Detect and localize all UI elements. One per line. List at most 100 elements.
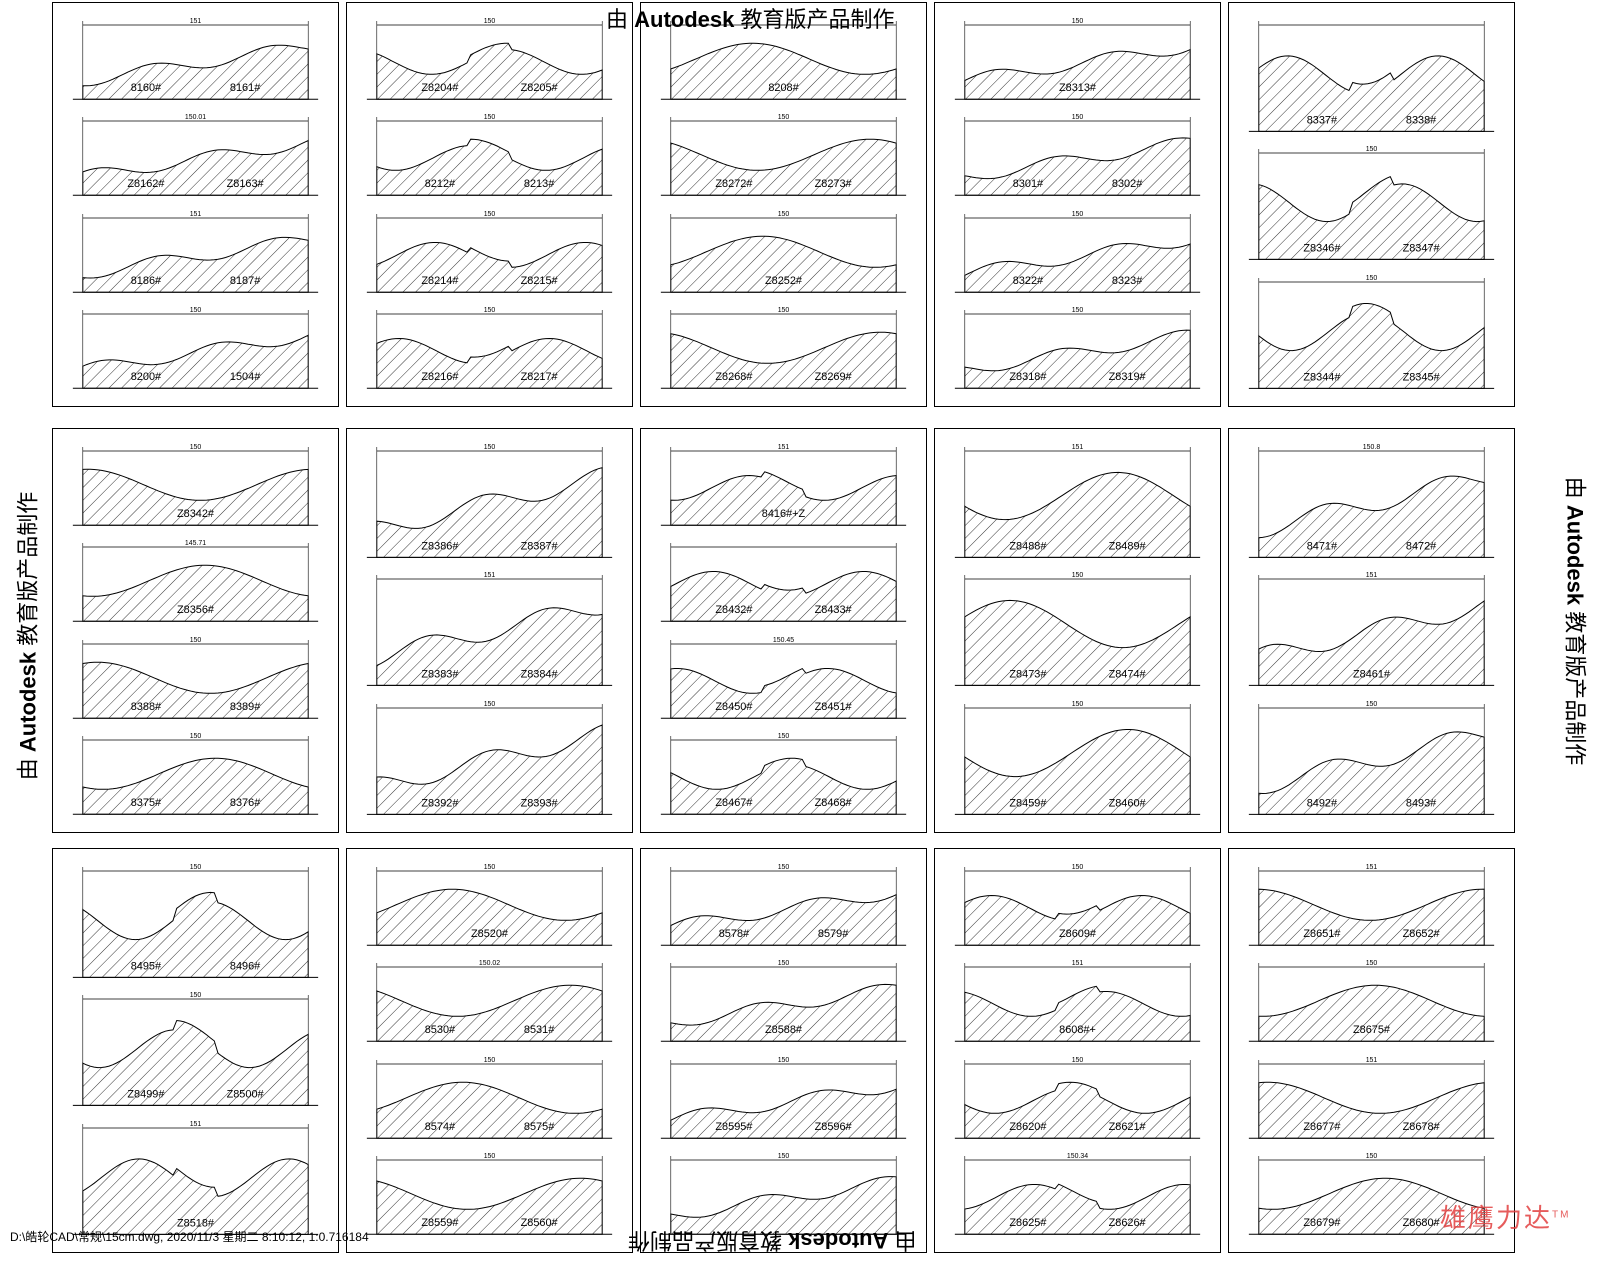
profile-code-label: 8212# [425, 178, 456, 190]
profile-code-label: Z8621# [1109, 1121, 1147, 1133]
profile-code-label: 1504# [230, 371, 261, 383]
dimension-width-label: 150 [1072, 114, 1084, 121]
profile-code-label: Z8252# [765, 275, 803, 287]
dimension-width-label: 150 [1072, 701, 1084, 708]
hatched-cross-section [670, 893, 897, 946]
hatched-cross-section [82, 139, 309, 196]
profile-code-label: 8608#+ [1059, 1024, 1096, 1036]
hatched-cross-section [376, 984, 603, 1042]
profile-code-label: Z8163# [227, 178, 265, 190]
profile-code-label: 8323# [1112, 275, 1143, 287]
dimension-width-label: 150 [484, 444, 496, 451]
profile-code-label: Z8595# [715, 1121, 753, 1133]
hatched-cross-section [1258, 1081, 1485, 1139]
profile-code-label: 8160# [131, 82, 162, 94]
dimension-width-label: 150 [484, 1153, 496, 1160]
profile-code-label: Z8499# [127, 1089, 165, 1101]
dimension-width-label: 150 [484, 114, 496, 121]
watermark-suffix: 教育版产品制作 [15, 491, 41, 646]
profile-code-label: Z8347# [1403, 243, 1441, 255]
dimension-width-label: 150 [190, 992, 202, 999]
hatched-cross-section [376, 42, 603, 100]
hatched-cross-section [376, 607, 603, 687]
hatched-cross-section [82, 564, 309, 622]
dimension-width-label: 150 [484, 701, 496, 708]
profile-code-label: Z8342# [177, 508, 215, 520]
profile-code-label: Z8459# [1009, 797, 1047, 809]
profile-code-label: 8579# [818, 928, 849, 940]
watermark-suffix: 教育版产品制作 [740, 7, 895, 32]
dimension-width-label: 151 [1072, 444, 1084, 451]
watermark-left: 由 Autodesk 教育版产品制作 [10, 492, 42, 781]
hatched-cross-section [670, 1175, 897, 1235]
profile-code-label: Z8473# [1009, 669, 1047, 681]
profile-code-label: Z8392# [421, 797, 459, 809]
profile-code-label: 8208# [768, 82, 799, 94]
dimension-width-label: 150 [1366, 960, 1378, 967]
hatched-cross-section [670, 571, 897, 622]
watermark-brand: Autodesk [15, 651, 41, 753]
dimension-width-label: 150 [778, 864, 790, 871]
profile-code-label: 8416#+Z [762, 508, 806, 520]
profile-code-label: 8337# [1307, 114, 1338, 126]
hatched-cross-section [82, 1158, 309, 1235]
profile-code-label: Z8560# [521, 1217, 559, 1229]
hatched-cross-section [1258, 731, 1485, 815]
dimension-width-label: 150 [190, 636, 202, 643]
dimension-width-label: 150 [1072, 864, 1084, 871]
hatched-cross-section [670, 331, 897, 389]
dimension-width-label: 150 [778, 960, 790, 967]
profile-code-label: Z8609# [1059, 928, 1097, 940]
profile-code-label: Z8680# [1403, 1217, 1441, 1229]
profile-code-label: Z8384# [521, 669, 559, 681]
logo-text: 雄鹰力达 [1440, 1204, 1553, 1234]
hatched-cross-section [376, 1177, 603, 1235]
profile-code-label: 8213# [524, 178, 555, 190]
profile-code-label: 8472# [1406, 540, 1437, 552]
profile-code-label: Z8652# [1403, 928, 1441, 940]
hatched-cross-section [964, 894, 1191, 946]
hatched-cross-section [376, 467, 603, 558]
hatched-cross-section [82, 468, 309, 526]
profile-code-label: Z8451# [815, 701, 853, 713]
dimension-width-label: 150.45 [773, 636, 794, 643]
profile-drawing: 150 [660, 1153, 907, 1235]
dimension-width-label: 151 [484, 572, 496, 579]
hatched-cross-section [1258, 302, 1485, 389]
hatched-cross-section [964, 48, 1191, 100]
